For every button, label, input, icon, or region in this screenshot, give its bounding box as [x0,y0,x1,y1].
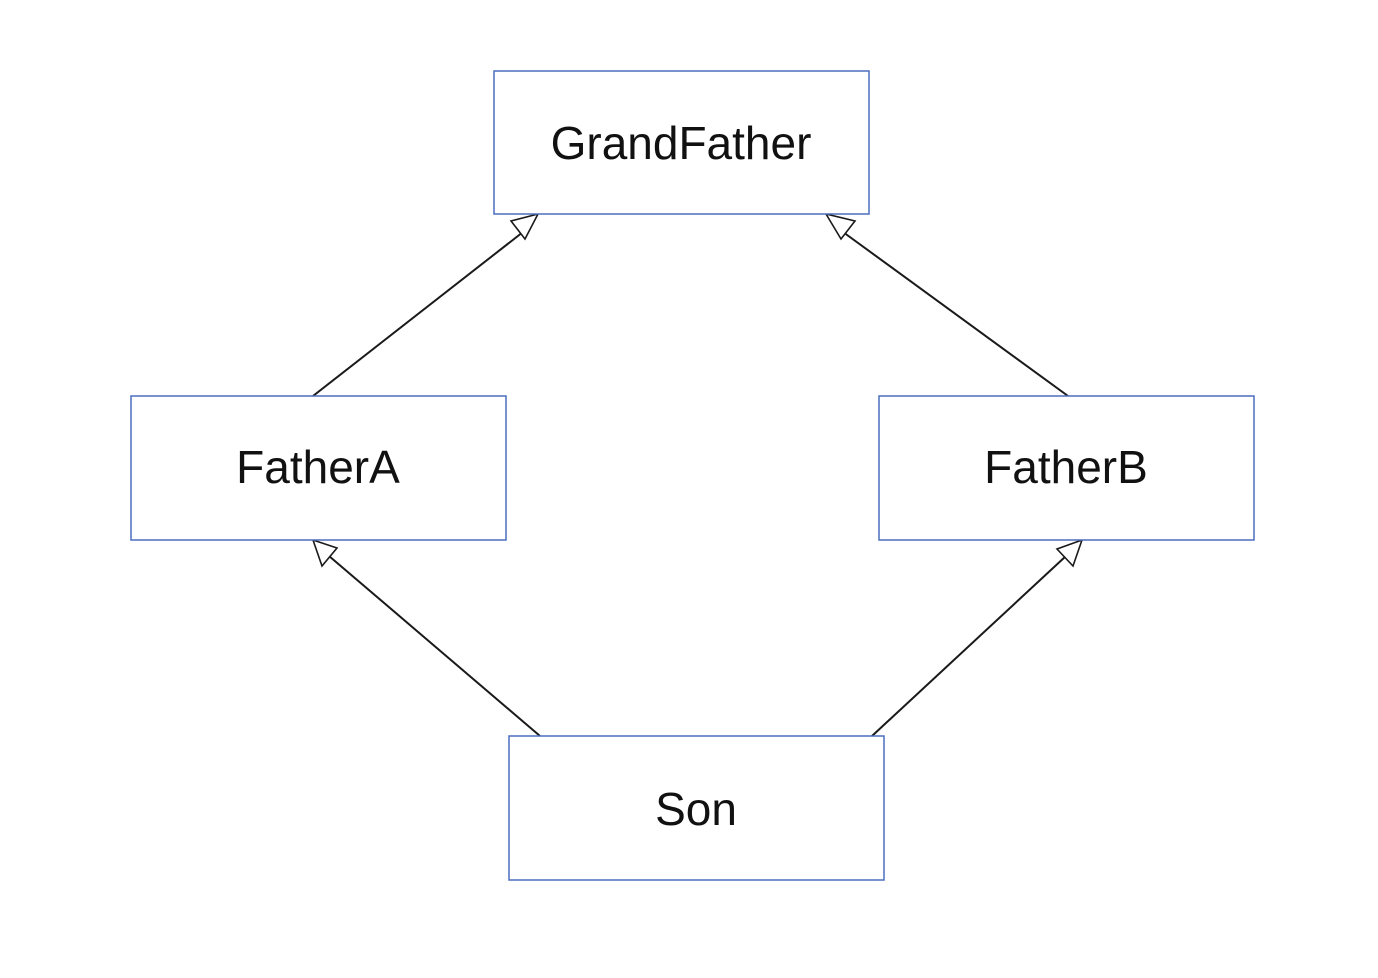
edge-father-b-to-grandfather [824,212,1069,397]
edge-son-to-father-a [311,538,541,737]
node-father-b[interactable]: FatherB [878,395,1255,541]
hollow-triangle-arrowhead [1055,538,1084,568]
class-box [508,735,885,881]
node-father-a[interactable]: FatherA [130,395,507,541]
node-grandfather[interactable]: GrandFather [493,70,870,215]
class-name-label: FatherA [236,441,400,493]
edges [311,212,1084,737]
class-name-label: Son [655,783,737,835]
hollow-triangle-arrowhead [311,538,339,568]
edge-father-a-to-grandfather [312,212,540,397]
class-box [130,395,507,541]
class-name-label: GrandFather [551,117,812,169]
hollow-triangle-arrowhead [509,212,540,241]
class-box [493,70,870,215]
hollow-triangle-arrowhead [824,212,857,241]
class-name-label: FatherB [984,441,1148,493]
class-box [878,395,1255,541]
node-son[interactable]: Son [508,735,885,881]
edge-son-to-father-b [871,538,1084,737]
